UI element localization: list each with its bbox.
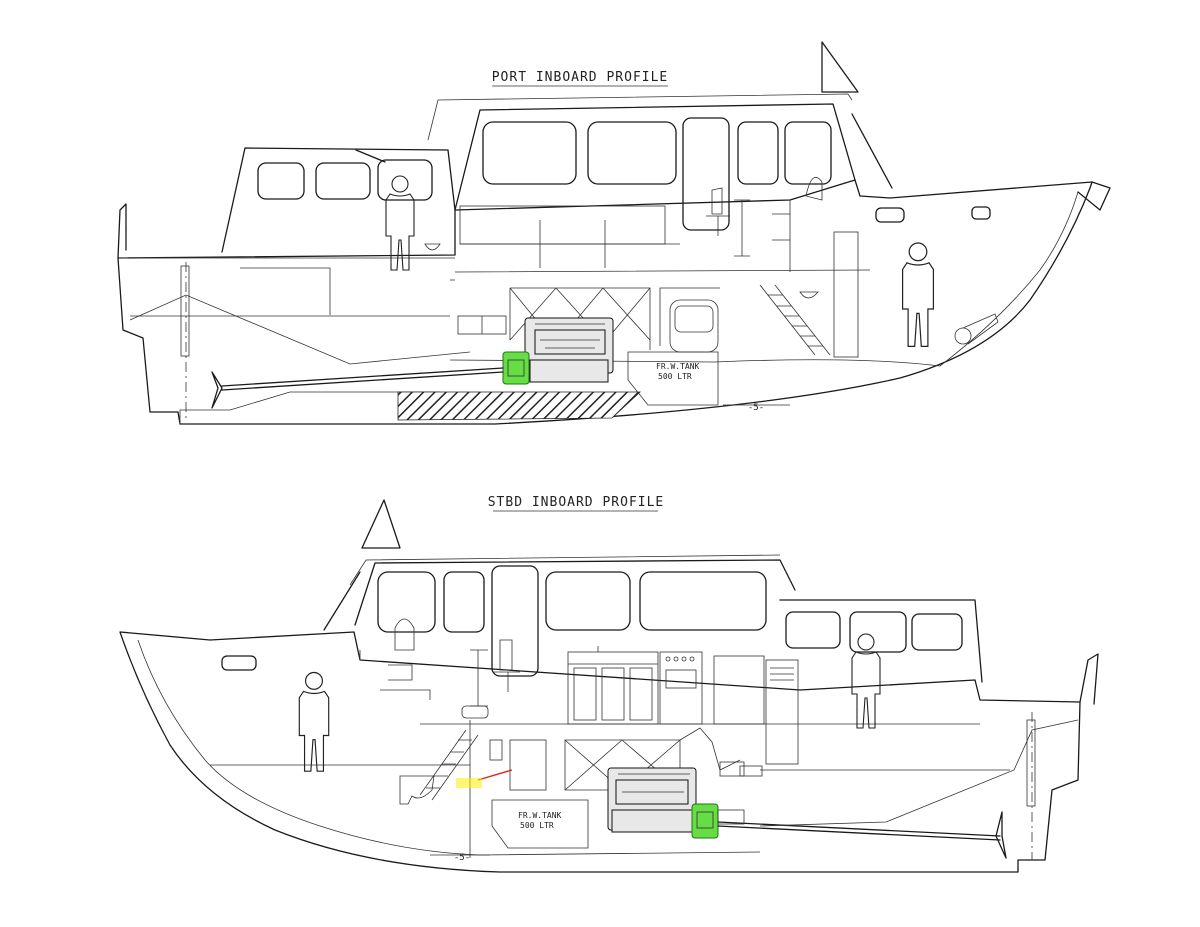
port-profile: PORT INBOARD PROFILE bbox=[117, 41, 1111, 425]
stbd-galley bbox=[567, 651, 659, 725]
port-engine bbox=[502, 317, 614, 385]
stbd-cabin-fwd bbox=[779, 599, 983, 683]
port-frame-label: -5- bbox=[748, 403, 764, 413]
stbd-title: STBD INBOARD PROFILE bbox=[488, 495, 665, 510]
port-gearbox bbox=[502, 351, 530, 385]
port-crew-forward bbox=[901, 242, 935, 348]
stbd-yellow-note bbox=[456, 778, 482, 788]
stbd-gearbox bbox=[691, 803, 719, 839]
port-hull-inner bbox=[449, 191, 1079, 367]
stbd-hull-inner bbox=[137, 639, 761, 856]
port-cabin-aft bbox=[221, 147, 456, 253]
stbd-wheelhouse bbox=[354, 559, 796, 626]
stbd-frame-label: -5- bbox=[454, 853, 470, 863]
port-ballast bbox=[397, 391, 642, 421]
stbd-toilet bbox=[399, 775, 435, 805]
port-title: PORT INBOARD PROFILE bbox=[492, 70, 669, 85]
stbd-profile: STBD INBOARD PROFILE bbox=[119, 495, 1099, 873]
port-generator bbox=[669, 299, 719, 353]
stbd-tank-label-1: FR.W.TANK bbox=[518, 811, 562, 820]
stbd-water-tank bbox=[491, 799, 589, 849]
stbd-red-leader bbox=[477, 769, 513, 781]
port-tank-label-2: 500 LTR bbox=[658, 372, 692, 381]
stbd-hull bbox=[119, 631, 1081, 873]
stbd-crew-fwd bbox=[851, 633, 881, 729]
port-tank-label-1: FR.W.TANK bbox=[656, 362, 700, 371]
port-wheelhouse bbox=[454, 103, 856, 211]
stbd-tank-label-2: 500 LTR bbox=[520, 821, 554, 830]
stbd-crew-aft bbox=[298, 671, 330, 772]
stbd-engine bbox=[607, 727, 763, 839]
